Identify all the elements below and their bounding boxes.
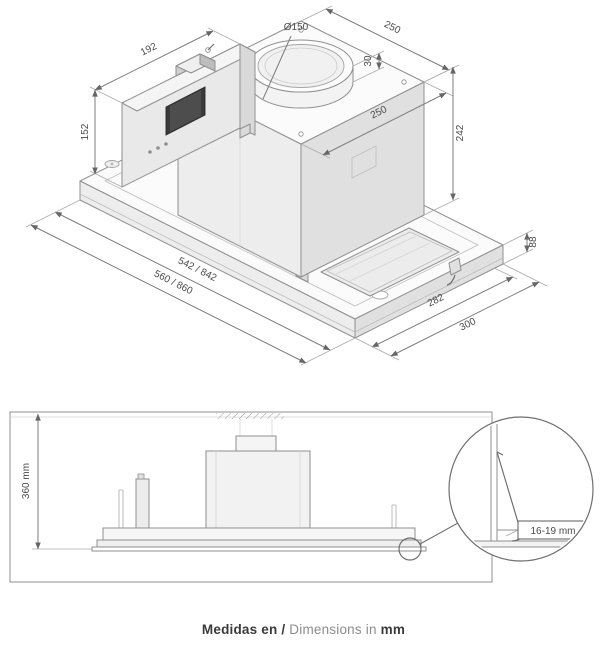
dim-label-box-height: 242: [455, 124, 466, 141]
dim-duct-diameter: Ø150: [262, 22, 309, 100]
dim-label-panel-height: 152: [80, 123, 91, 140]
detail-leader: [419, 522, 459, 545]
panel-clip: [239, 123, 251, 139]
dim-label-body-depth-outer: 300: [458, 316, 478, 334]
section-hood: [91, 435, 427, 552]
dim-label-collar-height: 30: [363, 55, 374, 67]
dim-label-box-depth-back: 250: [382, 19, 402, 37]
dim-label-panel-depth: 192: [139, 41, 159, 59]
section-body-frame: [96, 539, 422, 548]
section-body-top: [102, 527, 416, 541]
section-control-panel: [135, 478, 150, 529]
dim-install-height: 360 mm: [21, 413, 92, 550]
dim-label-install-height: 360 mm: [21, 463, 32, 499]
hood-technical-drawing: 192 152 Ø150 30 250 250: [9, 5, 594, 583]
dim-panel-height: 152: [80, 89, 123, 188]
dim-body-height: 88: [502, 229, 539, 265]
detail-circle: 16-19 mm: [448, 416, 594, 562]
section-body-panel: [91, 546, 427, 552]
filter-recess: [320, 227, 460, 297]
detail-gap-label: 16-19 mm: [530, 526, 575, 537]
isometric-view: 192 152 Ø150 30 250 250: [25, 5, 548, 366]
detail-source-circle: [398, 537, 422, 561]
dim-label-body-length-outer: 560 / 860: [152, 269, 195, 298]
dim-box-depth-back: 250: [300, 5, 456, 83]
section-motor-box: [205, 450, 311, 529]
caption-es: Medidas en /: [201, 622, 286, 637]
detail-wall: [490, 424, 498, 543]
ceiling-hatch-strip: [216, 413, 284, 419]
dim-label-body-height: 88: [528, 236, 539, 248]
caption-en: Dimensions in: [289, 622, 377, 637]
section-view: 360 mm 16-19 mm: [9, 411, 594, 583]
panel-buttons: [148, 142, 168, 154]
dim-box-height: 242: [423, 64, 466, 216]
units-caption: Medidas en / Dimensions in mm: [0, 622, 607, 637]
caption-unit: mm: [380, 622, 406, 637]
duct-collar: [248, 39, 354, 109]
section-collar: [235, 435, 277, 452]
dim-label-duct-diameter: Ø150: [284, 22, 309, 33]
